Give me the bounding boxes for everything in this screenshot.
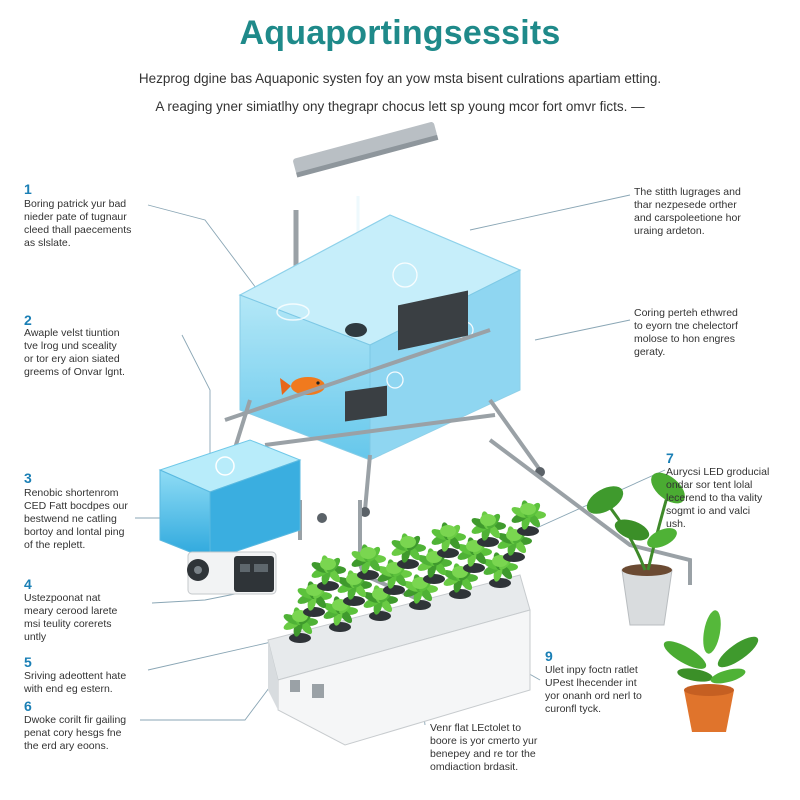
callout-number-3: 3 [24, 470, 32, 486]
potted-plant-1 [586, 472, 685, 626]
callout-text-7: Aurycsi LED groducial ondar sor tent lol… [666, 466, 770, 530]
lettuce-leaf [283, 614, 301, 625]
net-pot [409, 600, 431, 610]
lettuce-leaf [337, 577, 355, 588]
lettuce-leaf [311, 562, 329, 573]
sump-tank [158, 439, 302, 561]
callout-number-9: 9 [545, 648, 553, 664]
water-pump [187, 551, 277, 595]
leader-line-note-1 [469, 194, 631, 231]
net-pot [477, 537, 499, 547]
grow-bed [267, 574, 531, 746]
leader-line-2 [181, 334, 211, 465]
leader-line-1 [147, 204, 266, 301]
subtitle-line-2: A reaging yner simiatlhy ony thegrapr ch… [155, 99, 645, 114]
callout-text-3: Renobic shortenrom CED Fatt bocdpes our … [24, 487, 128, 551]
lettuce-leaf [431, 529, 449, 540]
lettuce-head [320, 558, 336, 570]
lettuce-head [400, 536, 416, 548]
plant-grid [283, 500, 546, 643]
callout-text-4: Ustezpoonat nat meary cerood larete msi … [24, 592, 118, 643]
lettuce-leaf [483, 559, 501, 570]
net-pot [343, 596, 365, 606]
callout-number-7: 7 [666, 450, 674, 466]
callout-text-9: Ulet inpy foctn ratlet UPest lhecender i… [545, 664, 642, 715]
subtitle-line-1: Hezprog dgine bas Aquaponic systen foy a… [138, 71, 662, 86]
lettuce-leaf [363, 592, 381, 603]
fish-tank [223, 214, 545, 523]
note-text-1: The stitth lugrages and thar nezpesede o… [634, 186, 741, 237]
lettuce-leaf [417, 555, 435, 566]
potted-plant-2 [663, 610, 759, 732]
callout-number-1: 1 [24, 181, 32, 197]
lettuce-head [440, 525, 456, 537]
callout-text-1: Boring patrick yur bad nieder pate of tu… [24, 198, 132, 249]
lettuce-head [360, 547, 376, 559]
leader-line-5 [147, 639, 281, 671]
lettuce-leaf [351, 551, 369, 562]
page-title: Aquaportingsessits [239, 14, 561, 52]
callout-text-2: Awaple velst tiuntion tve lrog und sceal… [24, 327, 125, 378]
net-pot [449, 589, 471, 599]
net-pot [289, 633, 311, 643]
lettuce-leaf [391, 540, 409, 551]
lettuce-leaf [457, 544, 475, 555]
net-pot [437, 548, 459, 558]
note-text-2: Coring perteh ethwred to eyorn tne chele… [634, 307, 738, 358]
lettuce-leaf [443, 570, 461, 581]
net-pot [489, 578, 511, 588]
lettuce-head [480, 514, 496, 526]
net-pot [503, 552, 525, 562]
callout-number-6: 6 [24, 698, 32, 714]
callout-text-5: Sriving adeottent hate with end eg ester… [24, 670, 127, 695]
lettuce-leaf [403, 581, 421, 592]
net-pot [423, 574, 445, 584]
lettuce-leaf [323, 603, 341, 614]
callout-number-5: 5 [24, 654, 32, 670]
leader-line-6 [140, 659, 291, 721]
net-pot [329, 622, 351, 632]
net-pot [517, 526, 539, 536]
lettuce-leaf [297, 588, 315, 599]
callout-text-6: Dwoke corilt fir gailing penat cory hesg… [24, 714, 127, 752]
net-pot [383, 585, 405, 595]
note-text-3: Venr flat LEctolet to boore is yor cmert… [430, 722, 538, 773]
net-pot [397, 559, 419, 569]
callout-number-2: 2 [24, 312, 32, 328]
lettuce-head [520, 503, 536, 515]
lettuce-leaf [377, 566, 395, 577]
net-pot [357, 570, 379, 580]
lettuce-leaf [471, 518, 489, 529]
lettuce-leaf [497, 533, 515, 544]
net-pot [463, 563, 485, 573]
net-pot [303, 607, 325, 617]
leader-line-note-2 [534, 319, 631, 341]
callout-number-4: 4 [24, 576, 32, 592]
net-pot [317, 581, 339, 591]
lettuce-leaf [511, 507, 529, 518]
net-pot [369, 611, 391, 621]
